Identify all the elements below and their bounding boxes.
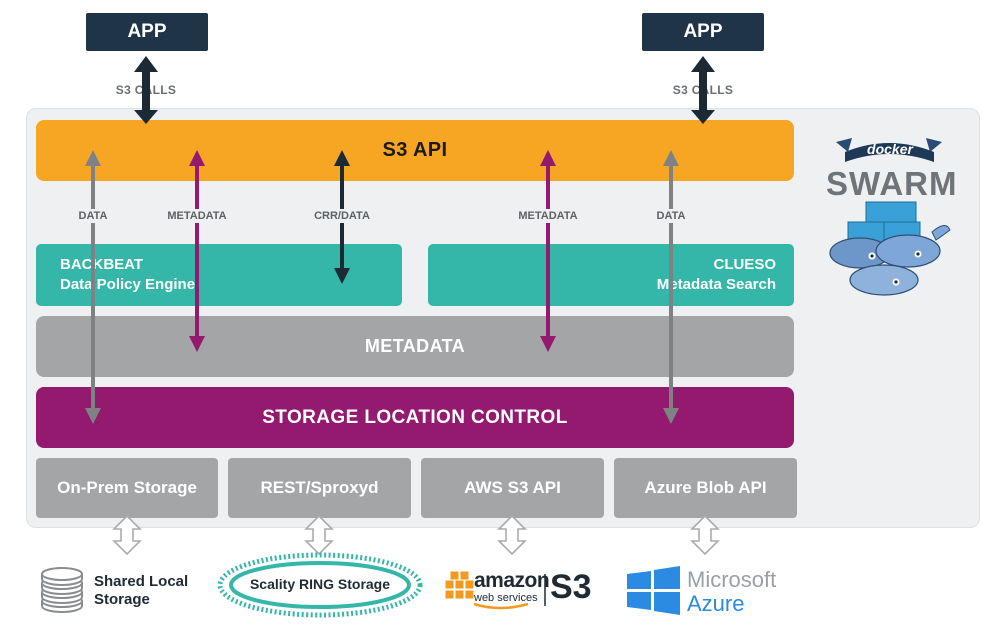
amazon-word: amazon — [474, 569, 550, 592]
swarm-word: SWARM — [826, 165, 958, 202]
windows-logo-icon — [627, 566, 680, 615]
app-s3-arrow-right — [691, 56, 715, 124]
azure-word: Azure — [687, 591, 745, 616]
backend-arrow-4 — [690, 514, 720, 556]
backend-arrow-1 — [112, 514, 142, 556]
backend-arrow-3 — [497, 514, 527, 556]
docker-word: docker — [867, 141, 913, 157]
backend-azure-blob-api: Azure Blob API — [614, 458, 797, 518]
aws-cubes-icon — [444, 570, 475, 600]
metadata-label-left: METADATA — [157, 209, 237, 223]
crr-data-label: CRR/DATA — [307, 209, 377, 223]
clueso-description: Metadata Search — [656, 276, 776, 293]
scality-ring-label: Scality RING Storage — [249, 576, 391, 592]
amazon-web-services-label: web services — [474, 592, 538, 604]
database-icon — [41, 567, 83, 613]
metadata-label: METADATA — [364, 336, 466, 356]
app-box-left: APP — [86, 13, 208, 51]
shared-local-storage-label: Shared Local Storage — [94, 573, 188, 609]
backbeat-name: BACKBEAT — [60, 256, 144, 273]
backend-aws-s3-api: AWS S3 API — [421, 458, 604, 518]
backend-rest-sproxyd: REST/Sproxyd — [228, 458, 411, 518]
clueso-service: CLUESO Metadata Search — [428, 244, 794, 306]
s3-api-label: S3 API — [382, 139, 448, 161]
scality-ring-logo — [217, 552, 423, 618]
backend-on-prem-storage: On-Prem Storage — [36, 458, 218, 518]
app-box-right: APP — [642, 13, 764, 51]
backend-arrow-2 — [304, 514, 334, 556]
data-label-right: DATA — [651, 209, 691, 223]
microsoft-word: Microsoft — [687, 567, 777, 592]
data-label-left: DATA — [73, 209, 113, 223]
shared-local-line1: Shared Local — [94, 573, 189, 590]
clueso-name: CLUESO — [713, 256, 776, 273]
amazon-s3-label: S3 — [550, 568, 592, 606]
docker-swarm-logo — [829, 138, 951, 296]
metadata-label-right: METADATA — [508, 209, 588, 223]
storage-location-control-label: STORAGE LOCATION CONTROL — [262, 406, 568, 428]
app-s3-arrow-left — [134, 56, 158, 124]
shared-local-line2: Storage — [94, 591, 150, 608]
